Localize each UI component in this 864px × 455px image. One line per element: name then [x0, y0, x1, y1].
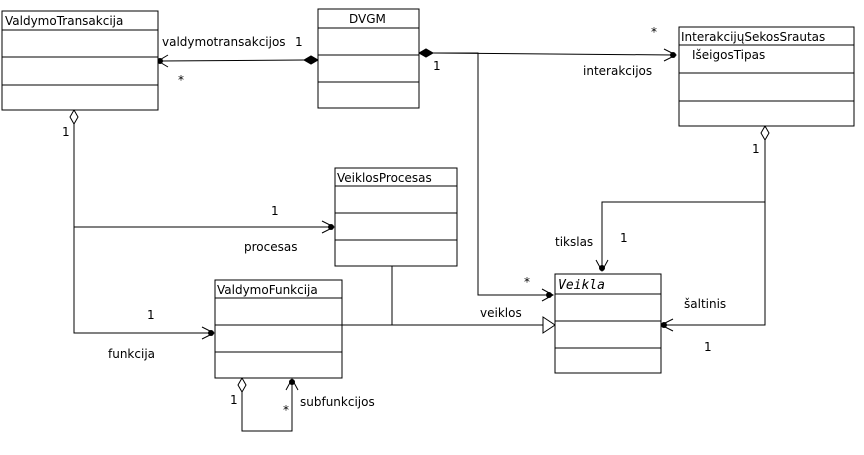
composition-diamond-dvgm-left [302, 55, 320, 65]
mult-proc-one: 1 [271, 204, 279, 218]
assoc-vt-dvgm [157, 54, 320, 68]
role-procesas: procesas [244, 240, 297, 254]
assoc-end-dot-tikslas [599, 265, 605, 271]
mult-sub-one: 1 [230, 393, 238, 407]
aggregation-diamond-func [237, 376, 247, 394]
class-name: ValdymoTransakcija [5, 14, 123, 28]
class-dvgm[interactable]: DVGM [317, 8, 420, 109]
mult-func-one: 1 [147, 308, 155, 322]
class-veiklos-procesas[interactable]: VeiklosProcesas [334, 167, 458, 267]
assoc-end-dot-func [208, 330, 214, 336]
generalization-triangle [542, 316, 556, 334]
aggregation-diamond-vt [69, 108, 79, 126]
aggregation-diamond-int [760, 124, 770, 142]
class-name-abstract: Veikla [558, 278, 605, 293]
role-saltinis: šaltinis [684, 297, 726, 311]
aggregation-interakcijos [595, 124, 770, 332]
mult-veikla-many: * [524, 275, 530, 289]
mult-dvgm-int-many: * [651, 25, 657, 39]
mult-vt-dvgm-many: * [178, 73, 184, 87]
mult-saltinis-one: 1 [704, 340, 712, 354]
mult-tikslas-one: 1 [620, 231, 628, 245]
aggregation-vt [69, 108, 336, 340]
mult-sub-many: * [283, 403, 289, 417]
class-veikla[interactable]: Veikla [554, 273, 662, 374]
role-veiklos: veiklos [480, 306, 522, 320]
class-attribute: IšeigosTipas [692, 48, 765, 62]
role-tikslas: tikslas [555, 235, 593, 249]
mult-int-agg-one: 1 [752, 142, 760, 156]
mult-vt-dvgm-one: 1 [295, 35, 303, 49]
assoc-end-dot-int [670, 52, 676, 58]
assoc-dvgm-veikla [426, 52, 555, 302]
mult-dvgm-int-one: 1 [433, 59, 441, 73]
mult-vt-agg-one: 1 [62, 125, 70, 139]
class-interakciju-sekos-srautas[interactable]: InterakcijųSekosSrautas IšeigosTipas [678, 26, 855, 127]
role-funkcija: funkcija [108, 347, 155, 361]
role-interakcijos: interakcijos [583, 64, 652, 78]
class-name: InterakcijųSekosSrautas [681, 30, 825, 44]
role-subfunkcijos: subfunkcijos [300, 395, 375, 409]
class-name: VeiklosProcesas [337, 171, 432, 185]
assoc-end-dot-subfunc [289, 379, 295, 385]
assoc-end-dot-saltinis [661, 322, 667, 328]
assoc-dvgm-interakcijos [417, 48, 678, 62]
generalization-veikla [342, 266, 556, 334]
class-name: ValdymoFunkcija [217, 283, 318, 297]
assoc-end-dot-proc [328, 224, 334, 230]
class-valdymo-transakcija[interactable]: ValdymoTransakcija [1, 10, 159, 111]
aggregation-subfunkcijos [237, 376, 299, 432]
class-name: DVGM [349, 12, 386, 26]
class-valdymo-funkcija[interactable]: ValdymoFunkcija [214, 279, 343, 379]
role-valdymotransakcijos: valdymotransakcijos [162, 35, 286, 49]
